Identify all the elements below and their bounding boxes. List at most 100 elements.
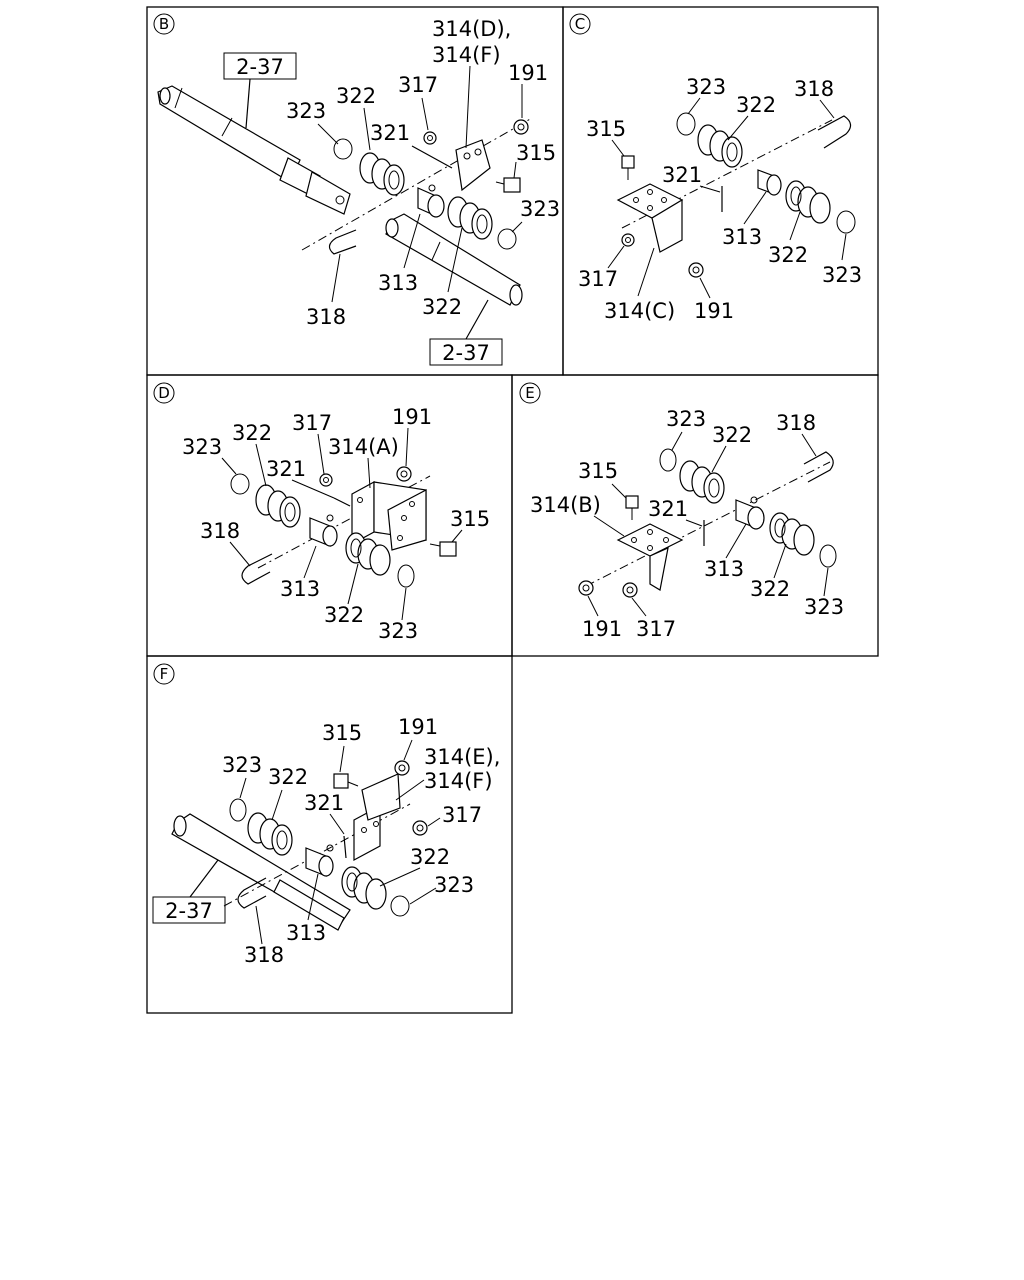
nut-191 xyxy=(578,580,594,596)
label-323-upper: 323 xyxy=(686,75,726,99)
svg-text:E: E xyxy=(525,384,534,402)
leader-lines-d xyxy=(221,427,463,621)
label-191: 191 xyxy=(694,299,734,323)
clip-323-upper xyxy=(676,112,696,136)
ubolt-318 xyxy=(237,877,267,909)
ref-label: 2-37 xyxy=(165,899,213,923)
bolt-315 xyxy=(495,177,521,193)
svg-text:B: B xyxy=(159,15,169,33)
label-314b: 314(B) xyxy=(530,493,601,517)
label-323-upper: 323 xyxy=(286,99,326,123)
spring-322-lower xyxy=(785,180,831,224)
label-191: 191 xyxy=(398,715,438,739)
label-323-lower: 323 xyxy=(822,263,862,287)
label-322-upper: 322 xyxy=(736,93,776,117)
label-314f: 314(F) xyxy=(424,769,493,793)
label-321: 321 xyxy=(662,163,702,187)
bolt-315 xyxy=(333,773,359,789)
label-317: 317 xyxy=(398,73,438,97)
bolt-315 xyxy=(625,495,639,520)
label-191: 191 xyxy=(508,61,548,85)
clip-323-lower xyxy=(497,228,517,250)
label-323-lower: 323 xyxy=(520,197,560,221)
label-321: 321 xyxy=(370,121,410,145)
shaft xyxy=(171,813,351,931)
spring-322-upper xyxy=(679,460,725,504)
ubolt-318 xyxy=(241,553,273,585)
pin-321 xyxy=(411,145,453,169)
bracket-314a xyxy=(351,480,427,551)
label-314d: 314(D), xyxy=(432,17,511,41)
bushing-313 xyxy=(757,169,782,196)
label-314e: 314(E), xyxy=(424,745,500,769)
ubolt-318 xyxy=(328,229,357,255)
leader-lines-e xyxy=(587,431,829,617)
spring-322-lower xyxy=(341,866,387,910)
panel-frames xyxy=(146,6,879,1014)
nut-191 xyxy=(688,262,704,278)
label-313: 313 xyxy=(286,921,326,945)
label-315: 315 xyxy=(322,721,362,745)
label-317: 317 xyxy=(636,617,676,641)
panel-d: D xyxy=(153,382,490,643)
label-313: 313 xyxy=(722,225,762,249)
label-191: 191 xyxy=(392,405,432,429)
label-322-lower: 322 xyxy=(324,603,364,627)
spring-322-upper xyxy=(255,484,301,528)
panel-f: F 2-37 xyxy=(152,663,500,967)
ubolt-318 xyxy=(817,115,852,149)
panel-tag-f: F xyxy=(153,663,175,685)
label-317: 317 xyxy=(442,803,482,827)
bracket-314 xyxy=(353,773,401,862)
label-322-lower: 322 xyxy=(410,845,450,869)
svg-text:D: D xyxy=(158,384,170,402)
clip-323-lower xyxy=(397,564,415,588)
spring-322-lower xyxy=(447,196,493,240)
bracket-314 xyxy=(455,139,491,192)
label-313: 313 xyxy=(704,557,744,581)
label-318: 318 xyxy=(244,943,284,967)
clip-323-upper xyxy=(229,798,247,822)
spring-322-upper xyxy=(247,812,293,856)
ref-leader-top xyxy=(245,78,251,129)
panel-c: C 323 322 xyxy=(569,13,862,323)
clip-323-lower xyxy=(819,544,837,568)
label-322-upper: 322 xyxy=(336,84,376,108)
label-191: 191 xyxy=(582,617,622,641)
nut-191 xyxy=(513,119,529,135)
label-314f: 314(F) xyxy=(432,43,501,67)
label-314a: 314(A) xyxy=(328,435,399,459)
label-318: 318 xyxy=(794,77,834,101)
label-318: 318 xyxy=(306,305,346,329)
ref-box xyxy=(152,896,226,924)
label-315: 315 xyxy=(586,117,626,141)
clip-323-upper xyxy=(230,473,250,495)
bushing-313 xyxy=(305,844,334,877)
panel-tag-b: B xyxy=(153,13,175,35)
label-322-lower: 322 xyxy=(750,577,790,601)
label-322-upper: 322 xyxy=(712,423,752,447)
label-322-lower: 322 xyxy=(768,243,808,267)
clip-323-upper xyxy=(333,138,353,160)
leader-lines-f xyxy=(239,739,441,945)
panel-tag-e: E xyxy=(519,382,541,404)
pin-321 xyxy=(343,835,347,859)
ubolt-318 xyxy=(803,451,834,483)
label-323-lower: 323 xyxy=(434,873,474,897)
panel-b: B 2-37 2-37 xyxy=(153,13,560,366)
spring-322-upper xyxy=(697,124,743,168)
center-line xyxy=(257,475,431,569)
label-322-lower: 322 xyxy=(422,295,462,319)
label-321: 321 xyxy=(304,791,344,815)
label-323-upper: 323 xyxy=(666,407,706,431)
clip-323-upper xyxy=(659,448,677,472)
bushing-313 xyxy=(417,184,445,218)
label-314c: 314(C) xyxy=(604,299,675,323)
label-322-upper: 322 xyxy=(232,421,272,445)
nut-317 xyxy=(423,131,437,145)
label-323-lower: 323 xyxy=(378,619,418,643)
nut-191 xyxy=(394,760,410,776)
ref-leader-bottom xyxy=(465,299,489,340)
bolt-315 xyxy=(621,155,635,180)
